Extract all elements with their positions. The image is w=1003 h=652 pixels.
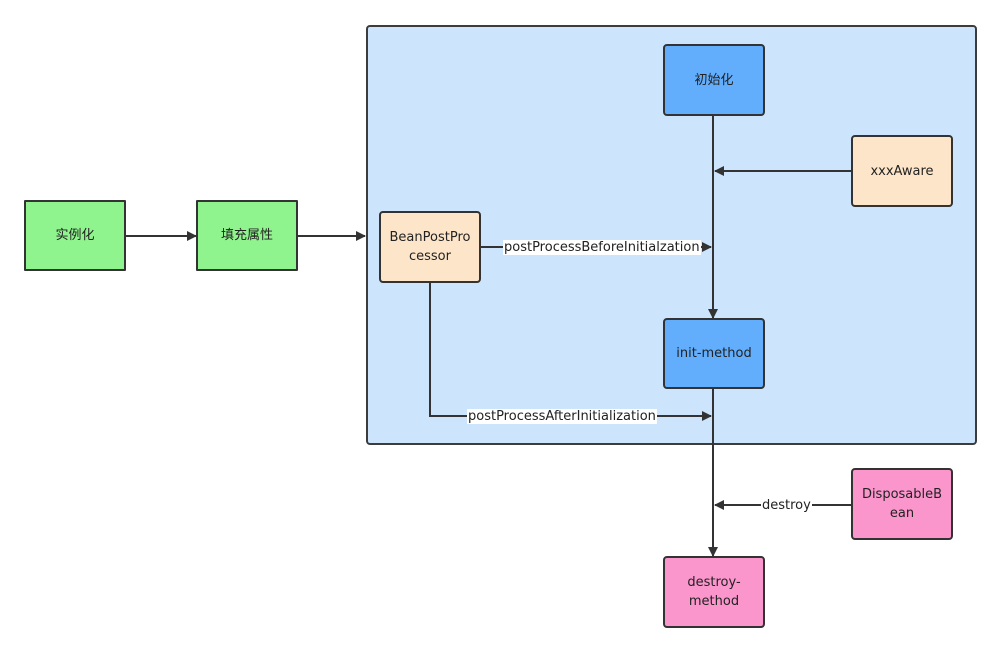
node-bean-post-processor: BeanPostPro cessor [379,211,481,283]
node-destroy-method: destroy- method [663,556,765,628]
label-post-process-after-initialization: postProcessAfterInitialization [467,409,657,424]
node-populate-properties: 填充属性 [196,200,298,271]
label-post-process-before-initialization: postProcessBeforeInitialzation [503,240,701,255]
label-destroy: destroy [761,498,812,513]
node-initialize: 初始化 [663,44,765,116]
node-init-method: init-method [663,318,765,389]
node-instantiate: 实例化 [24,200,126,271]
node-xxx-aware: xxxAware [851,135,953,207]
node-disposable-bean: DisposableB ean [851,468,953,540]
